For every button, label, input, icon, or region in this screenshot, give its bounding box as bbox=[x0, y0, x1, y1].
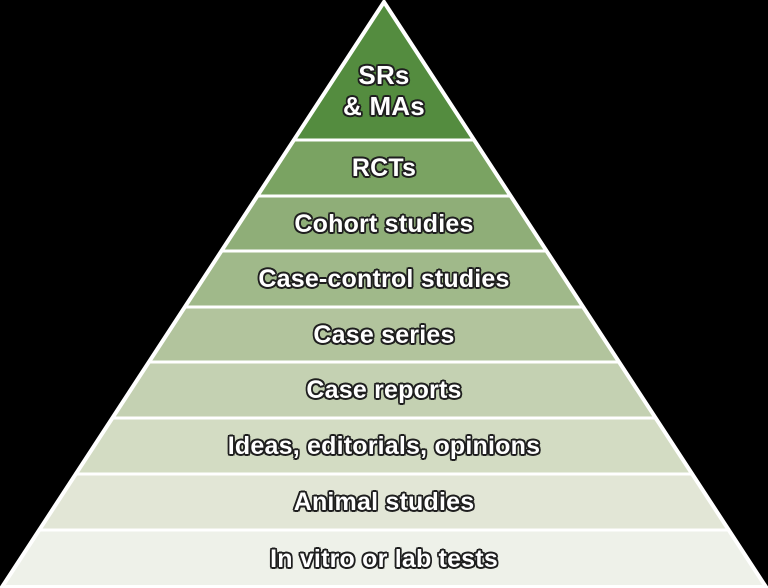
pyramid-level-band bbox=[220, 196, 548, 251]
pyramid-level-band bbox=[37, 474, 731, 530]
pyramid-level-band bbox=[147, 307, 621, 362]
pyramid-level-band bbox=[74, 418, 694, 474]
pyramid-level-band bbox=[183, 251, 585, 307]
pyramid-level-band bbox=[0, 530, 768, 588]
pyramid-level-band bbox=[292, 0, 476, 140]
pyramid-level-band bbox=[256, 140, 512, 196]
pyramid-level-band bbox=[111, 362, 657, 418]
